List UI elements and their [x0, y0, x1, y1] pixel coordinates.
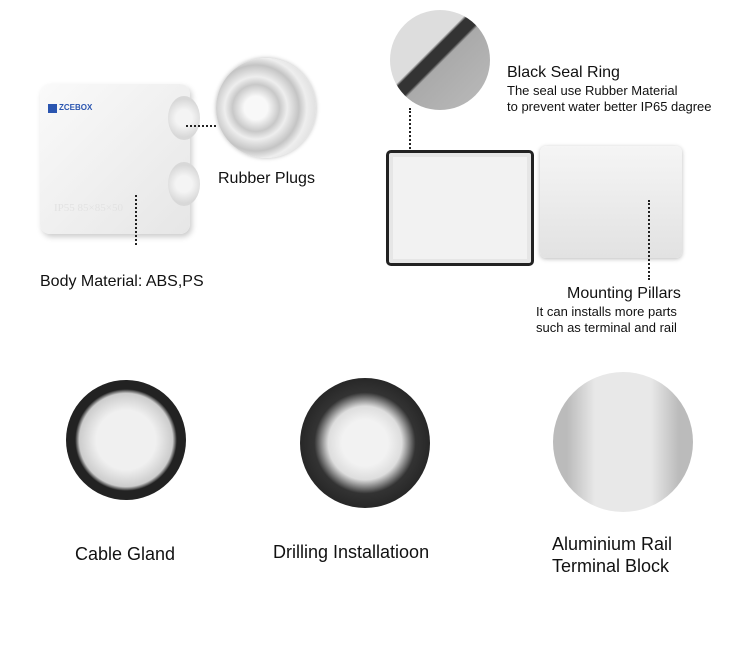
callout-line [648, 200, 650, 280]
callout-line [135, 195, 137, 245]
box-lid-image [386, 150, 534, 266]
rubber-plug-icon [168, 96, 200, 140]
logo-text: ZCEBOX [59, 103, 93, 112]
logo-icon [48, 104, 57, 113]
body-material-label: Body Material: ABS,PS [40, 273, 204, 290]
drilling-installation-image [300, 378, 430, 508]
seal-desc-1: The seal use Rubber Material [507, 83, 678, 98]
cable-gland-image [66, 380, 186, 500]
rubber-plug-icon [168, 162, 200, 206]
junction-box-image: ZCEBOX IP55 85×85×50 [40, 84, 200, 234]
embossed-text: IP55 85×85×50 [54, 202, 123, 214]
box-base-image [540, 146, 682, 258]
feature-label-cable-gland: Cable Gland [75, 544, 176, 564]
pillars-title: Mounting Pillars [567, 285, 681, 302]
feature-label-drilling: Drilling Installatioon [273, 542, 430, 562]
callout-line [409, 108, 411, 152]
seal-ring-zoom [390, 10, 490, 110]
rubber-plug-zoom [216, 58, 316, 158]
pillars-desc-1: It can installs more parts [536, 304, 677, 319]
seal-desc-2: to prevent water better IP65 dagree [507, 99, 712, 114]
rubber-plugs-label: Rubber Plugs [218, 170, 315, 187]
feature-label-terminal: Terminal Block [552, 556, 670, 576]
pillars-desc-2: such as terminal and rail [536, 320, 677, 335]
seal-title: Black Seal Ring [507, 64, 620, 81]
feature-label-rail: Aluminium Rail [552, 534, 673, 554]
terminal-block-image [553, 372, 693, 512]
callout-line [186, 125, 216, 127]
